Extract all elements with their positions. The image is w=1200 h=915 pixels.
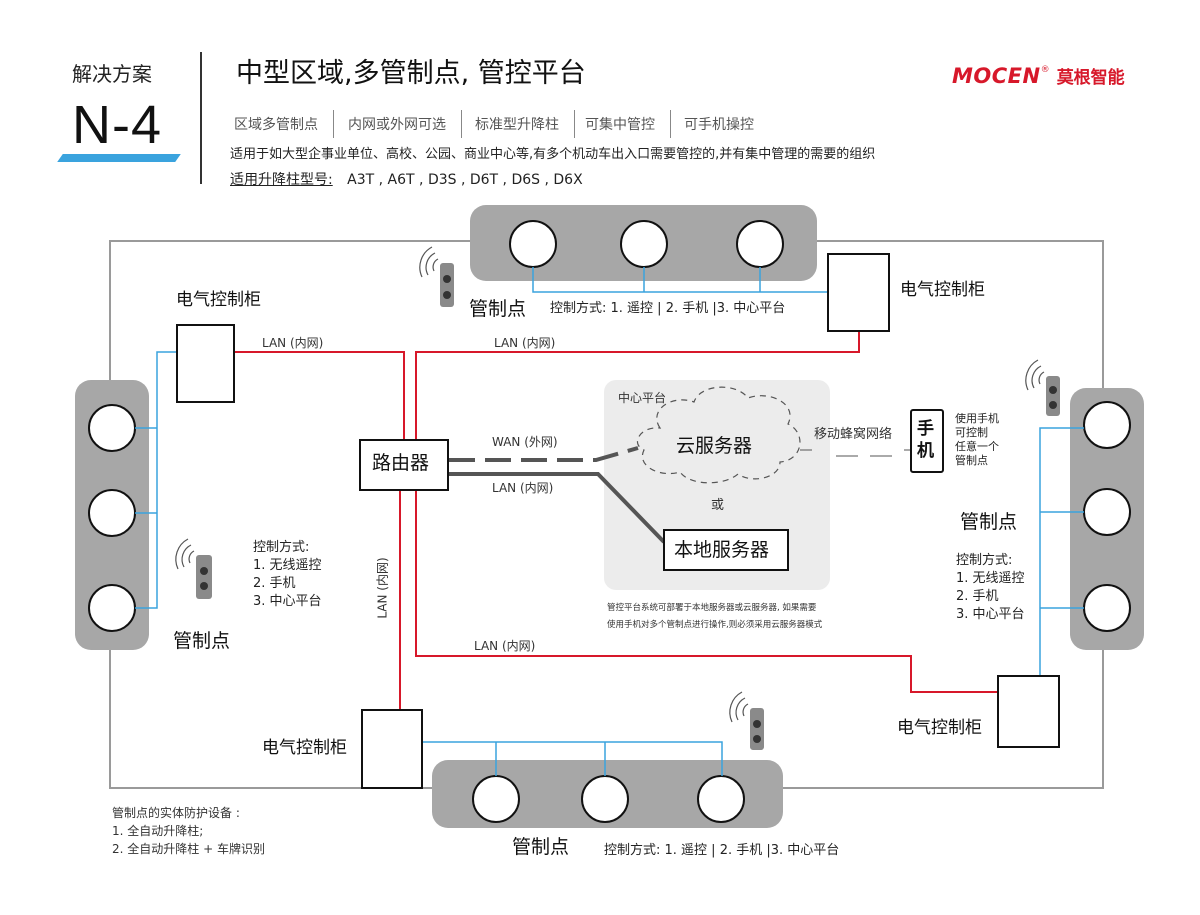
lan-lines bbox=[234, 331, 998, 710]
cabinet-label-bottom-left: 电气控制柜 bbox=[262, 738, 347, 758]
tag-item: 内网或外网可选 bbox=[348, 117, 446, 133]
checkpoint-label-bottom: 管制点 bbox=[512, 836, 570, 858]
header-divider bbox=[200, 52, 202, 184]
server-links bbox=[449, 446, 666, 544]
remote-control-icon bbox=[1025, 359, 1060, 416]
bollard bbox=[1083, 584, 1131, 632]
blue-lines bbox=[135, 267, 1084, 776]
phone-note-line: 管制点 bbox=[955, 454, 988, 467]
router-label: 路由器 bbox=[372, 452, 430, 474]
legend-title: 管制点的实体防护设备 : bbox=[112, 806, 240, 820]
checkpoint-label-top: 管制点 bbox=[469, 298, 527, 320]
control-mode-item: 1. 无线遥控 bbox=[253, 558, 322, 573]
control-mode-item: 1. 无线遥控 bbox=[956, 571, 1025, 586]
solution-code: N-4 bbox=[72, 95, 163, 155]
models-value: A3T , A6T , D3S , D6T , D6S , D6X bbox=[347, 172, 583, 188]
platform-note: 管控平台系统可部署于本地服务器或云服务器, 如果需要 使用手机对多个管制点进行操… bbox=[607, 600, 822, 634]
cabinet-box bbox=[361, 709, 423, 789]
phone-note-line: 任意一个 bbox=[955, 440, 999, 453]
wan-label: WAN (外网) bbox=[492, 435, 558, 449]
page-title: 中型区域,多管制点, 管控平台 bbox=[236, 58, 586, 89]
bollard bbox=[1083, 401, 1131, 449]
cabinet-box bbox=[997, 675, 1060, 748]
area-boundary bbox=[109, 240, 1104, 789]
lan-label: LAN (内网) bbox=[494, 336, 556, 350]
bollard bbox=[697, 775, 745, 823]
cabinet-label-top-right: 电气控制柜 bbox=[900, 280, 985, 300]
bollard bbox=[509, 220, 557, 268]
control-mode-bottom: 控制方式: 1. 遥控 | 2. 手机 |3. 中心平台 bbox=[604, 843, 840, 858]
phone-box bbox=[910, 409, 944, 473]
cloud-server-label: 云服务器 bbox=[676, 435, 753, 457]
brand-registered-mark: ® bbox=[1040, 65, 1050, 75]
bollard bbox=[1083, 488, 1131, 536]
brand-logo-text: MOCEN bbox=[952, 64, 1041, 88]
tag-divider bbox=[574, 110, 575, 138]
bollard bbox=[620, 220, 668, 268]
tag-item: 可手机操控 bbox=[684, 117, 754, 133]
control-mode-item: 3. 中心平台 bbox=[956, 607, 1025, 622]
control-mode-top: 控制方式: 1. 遥控 | 2. 手机 |3. 中心平台 bbox=[550, 301, 786, 316]
platform-note-line: 管控平台系统可部署于本地服务器或云服务器, 如果需要 bbox=[607, 603, 817, 613]
platform-note-line: 使用手机对多个管制点进行操作,则必须采用云服务器模式 bbox=[607, 620, 823, 630]
tag-item: 可集中管控 bbox=[585, 117, 655, 133]
lan-label: LAN (内网) bbox=[474, 639, 536, 653]
bollard bbox=[736, 220, 784, 268]
bollard bbox=[88, 489, 136, 537]
cabinet-box bbox=[827, 253, 890, 332]
phone-note: 使用手机 可控制 任意一个 管制点 bbox=[955, 412, 999, 468]
tag-item: 标准型升降柱 bbox=[475, 117, 559, 133]
control-mode-left: 控制方式: 1. 无线遥控 2. 手机 3. 中心平台 bbox=[253, 539, 322, 611]
brand-logo: MOCEN® 莫根智能 bbox=[952, 66, 1125, 87]
bollard bbox=[581, 775, 629, 823]
remote-control-icon bbox=[729, 691, 764, 750]
tag-item: 区域多管制点 bbox=[234, 117, 318, 133]
lan-label: LAN (内网) bbox=[262, 336, 324, 350]
local-server-box bbox=[663, 529, 789, 571]
bollard bbox=[88, 584, 136, 632]
tag-divider bbox=[333, 110, 334, 138]
solution-label: 解决方案 bbox=[72, 62, 152, 86]
cabinet-box bbox=[176, 324, 235, 403]
description: 适用于如大型企事业单位、高校、公园、商业中心等,有多个机动车出入口需要管控的,并… bbox=[230, 147, 876, 162]
tag-divider bbox=[461, 110, 462, 138]
control-mode-right: 控制方式: 1. 无线遥控 2. 手机 3. 中心平台 bbox=[956, 552, 1025, 624]
local-server-label: 本地服务器 bbox=[674, 539, 770, 561]
legend: 管制点的实体防护设备 : 1. 全自动升降柱; 2. 全自动升降柱 + 车牌识别 bbox=[112, 804, 265, 858]
models-line: 适用升降柱型号: A3T , A6T , D3S , D6T , D6S , D… bbox=[230, 173, 583, 187]
legend-item: 1. 全自动升降柱; bbox=[112, 824, 204, 838]
bollard bbox=[472, 775, 520, 823]
cabinet-label-bottom-right: 电气控制柜 bbox=[897, 718, 982, 738]
phone-note-line: 使用手机 bbox=[955, 412, 999, 425]
remote-control-icon bbox=[175, 538, 212, 599]
control-mode-item: 3. 中心平台 bbox=[253, 594, 322, 609]
cabinet-label-left: 电气控制柜 bbox=[176, 290, 261, 310]
remote-control-icon bbox=[419, 246, 454, 307]
platform-label: 中心平台 bbox=[618, 391, 667, 405]
control-mode-title: 控制方式: bbox=[956, 553, 1013, 568]
control-mode-title: 控制方式: bbox=[253, 540, 310, 555]
phone-note-line: 可控制 bbox=[955, 426, 988, 439]
checkpoint-label-left: 管制点 bbox=[173, 630, 231, 652]
mobile-network-label: 移动蜂窝网络 bbox=[814, 427, 893, 442]
bollard bbox=[88, 404, 136, 452]
checkpoint-label-right: 管制点 bbox=[960, 511, 1018, 533]
brand-name: 莫根智能 bbox=[1056, 68, 1125, 88]
or-label: 或 bbox=[711, 498, 725, 513]
control-mode-item: 2. 手机 bbox=[956, 589, 999, 604]
models-label: 适用升降柱型号: bbox=[230, 172, 333, 188]
control-mode-item: 2. 手机 bbox=[253, 576, 296, 591]
tag-divider bbox=[670, 110, 671, 138]
lan-label: LAN (内网) bbox=[492, 481, 554, 495]
router-box bbox=[359, 439, 449, 491]
legend-item: 2. 全自动升降柱 + 车牌识别 bbox=[112, 842, 265, 856]
lan-label-vertical: LAN (内网) bbox=[375, 557, 390, 619]
cloud-outline bbox=[637, 386, 801, 484]
phone-label: 手机 bbox=[917, 419, 934, 461]
